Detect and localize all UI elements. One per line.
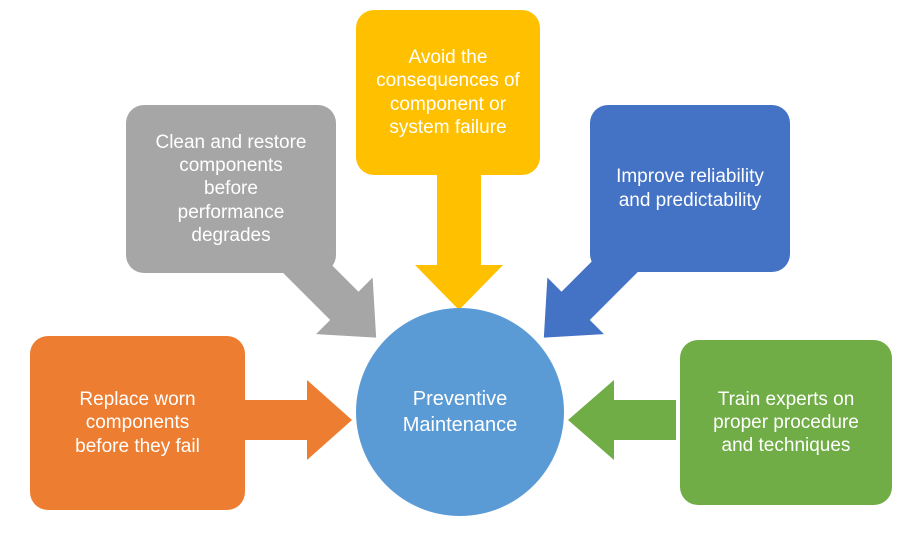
node-clean-restore-label: Clean and restore components before perf… [155,132,307,246]
node-train-experts: Train experts on proper procedure and te… [680,340,892,505]
node-improve-reliability: Improve reliability and predictability [590,105,790,272]
right-arrow-replace-to-center [245,380,352,460]
diagonal-arrow-improve-to-center [543,242,640,338]
node-improve-reliability-label: Improve reliability and predictability [616,166,764,211]
node-avoid-consequences: Avoid the consequences of component or s… [356,10,540,175]
diagonal-arrow-clean-to-center [280,242,377,338]
center-node-preventive-maintenance: Preventive Maintenance [356,308,564,516]
node-train-experts-label: Train experts on proper procedure and te… [713,388,859,457]
node-replace-worn-label: Replace worn components before they fail [75,389,200,457]
node-replace-worn: Replace worn components before they fail [30,336,245,510]
node-clean-restore: Clean and restore components before perf… [126,105,336,273]
down-arrow-avoid-to-center [415,175,503,310]
center-node-label: Preventive Maintenance [402,388,518,436]
left-arrow-train-to-center [568,380,676,460]
node-avoid-consequences-label: Avoid the consequences of component or s… [376,47,520,138]
